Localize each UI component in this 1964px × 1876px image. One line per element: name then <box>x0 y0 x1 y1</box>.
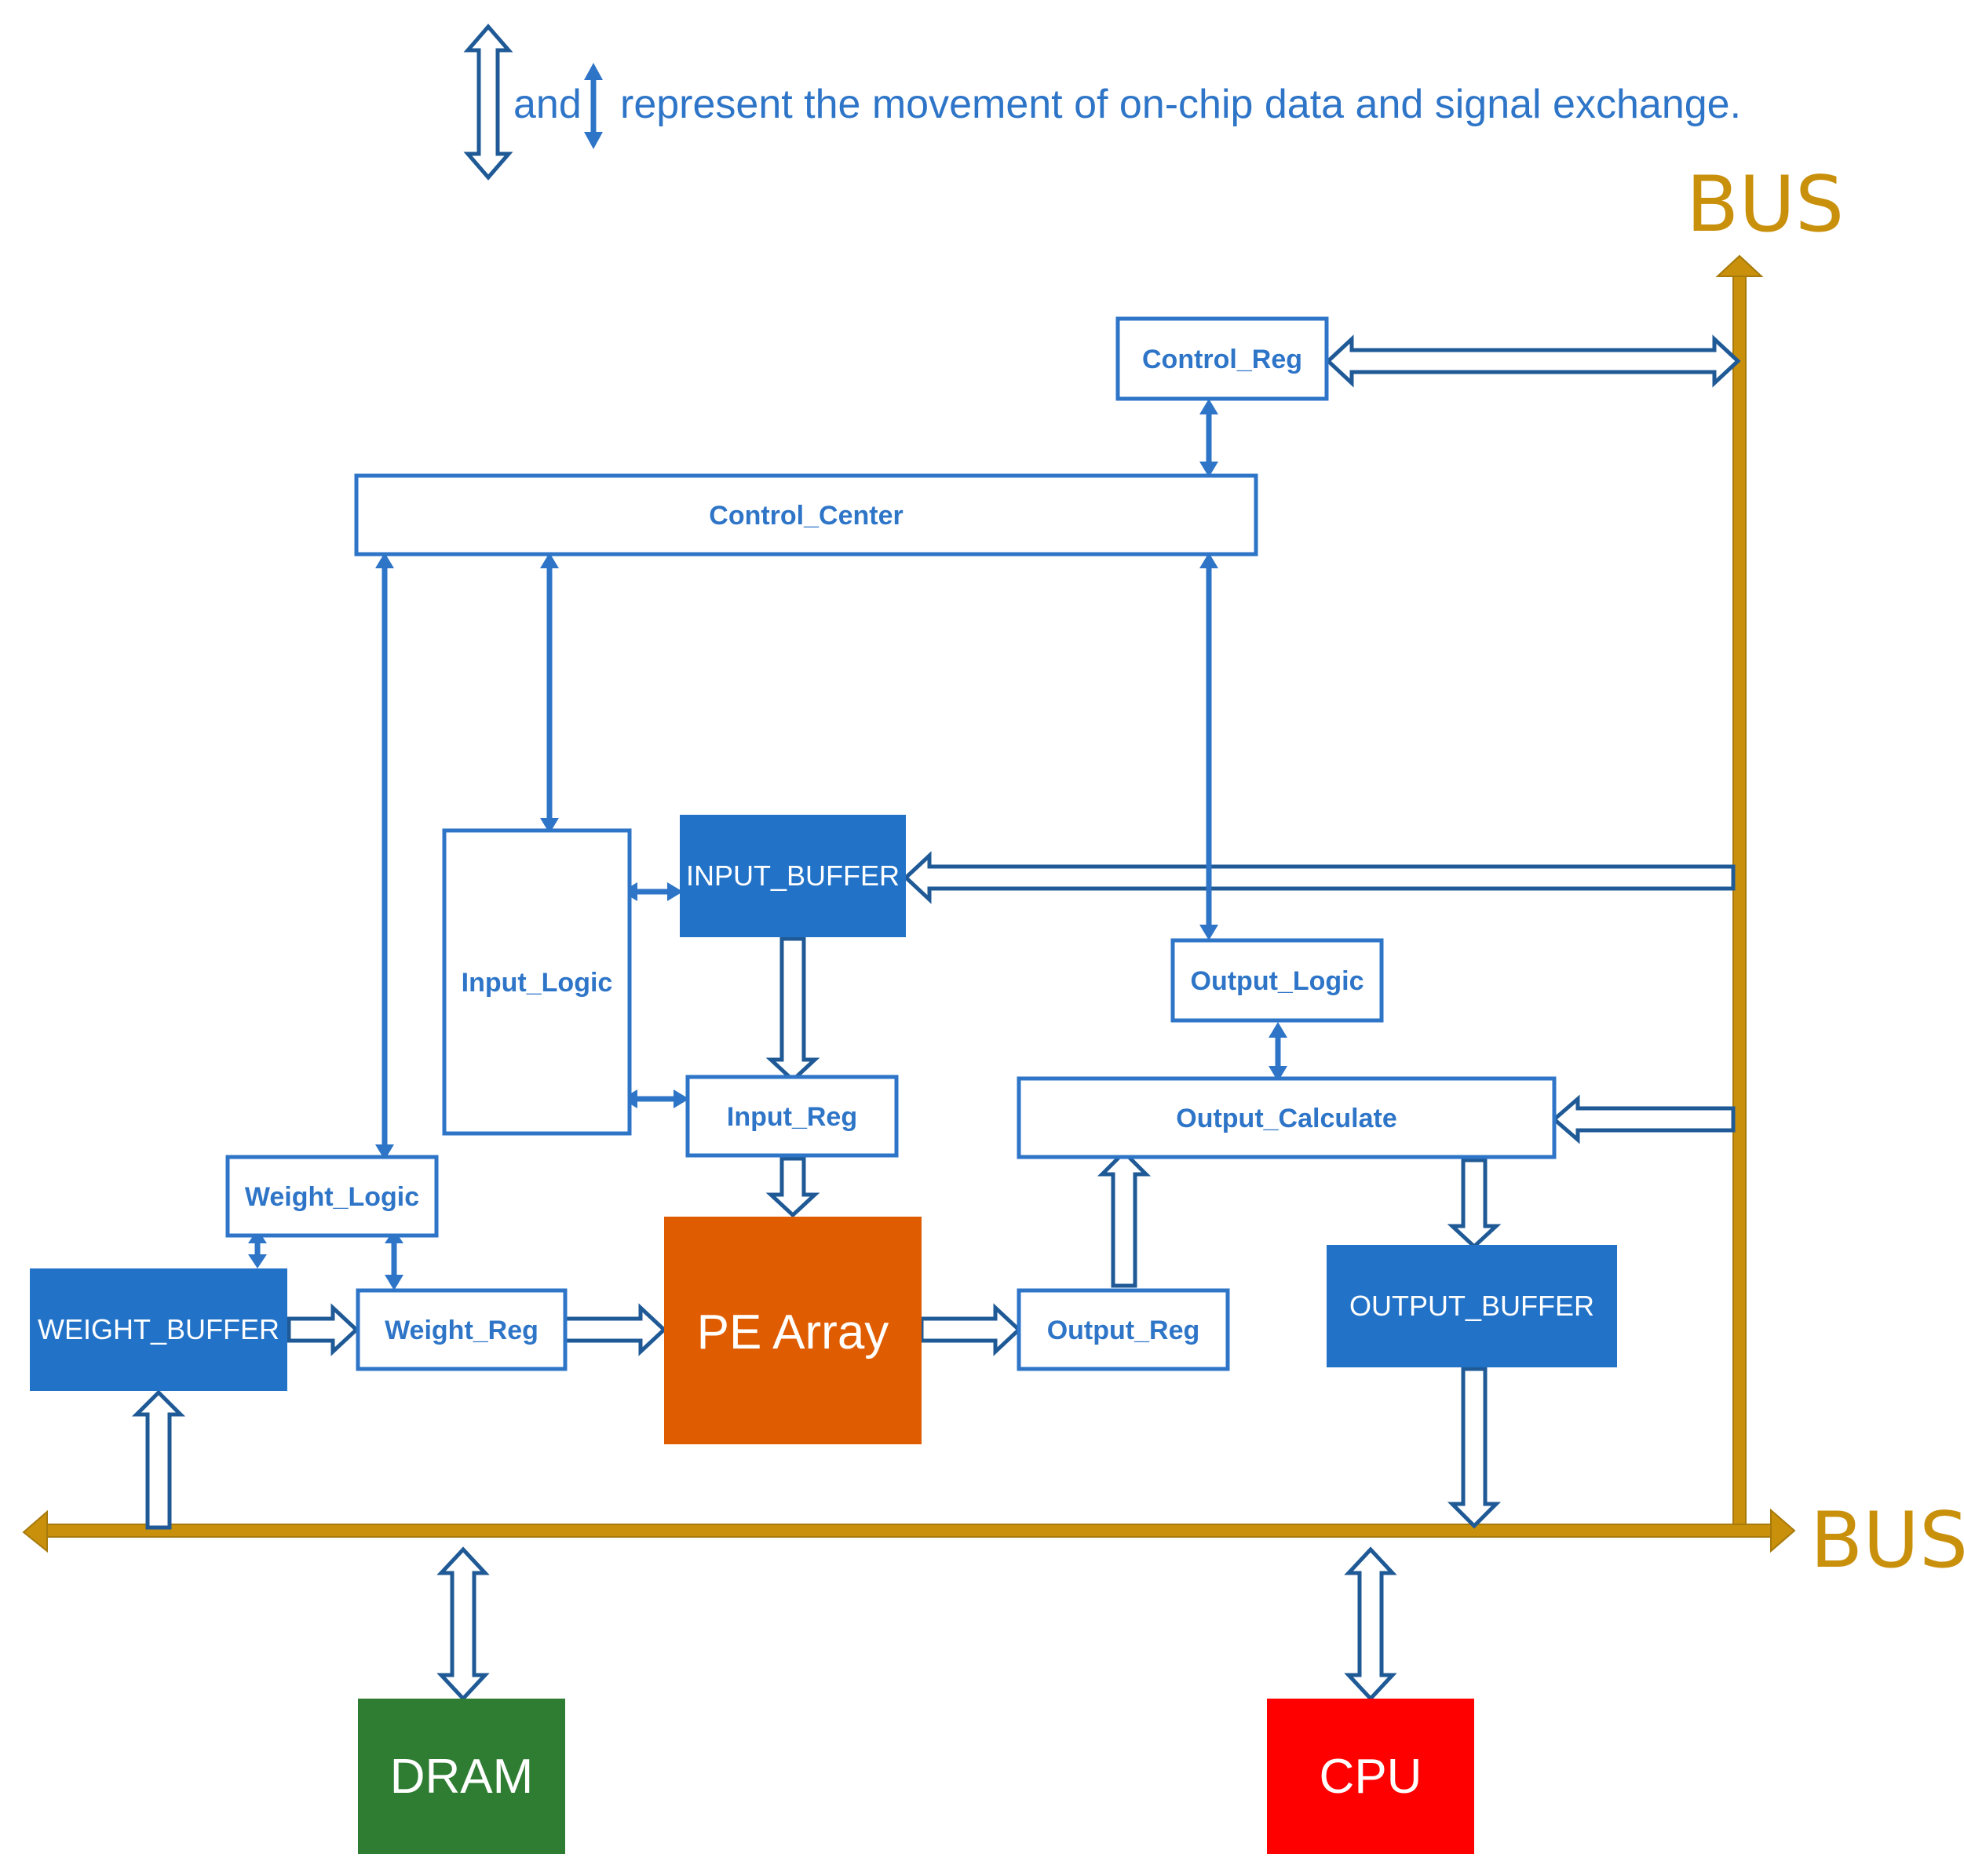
output-buffer-to-bus-arrow <box>1447 1367 1502 1529</box>
legend: and represent the movement of on-chip da… <box>463 24 1741 181</box>
bus-cpu-arrow <box>1344 1546 1397 1702</box>
output-reg-block: Output_Reg <box>1017 1288 1230 1371</box>
input-buffer-block: INPUT_BUFFER <box>680 815 906 937</box>
bus-dram-arrow <box>436 1546 490 1702</box>
vertical-bus <box>1715 254 1764 1527</box>
bus-to-output-calculate-arrow <box>1551 1094 1736 1144</box>
weight-reg-label: Weight_Reg <box>385 1316 538 1345</box>
output-logic-label: Output_Logic <box>1191 966 1364 996</box>
control-reg-control-center-signal <box>1199 399 1218 477</box>
horizontal-bus-label: BUS <box>1810 1496 1964 1586</box>
input-logic-label: Input_Logic <box>462 968 613 998</box>
pe-array-label: PE Array <box>697 1305 889 1360</box>
control-center-input-logic-signal <box>540 553 559 834</box>
bus-to-weight-buffer-arrow <box>131 1389 186 1530</box>
horizontal-bus <box>22 1508 1796 1553</box>
weight-logic-weight-reg-signal <box>385 1229 403 1290</box>
control-reg-label: Control_Reg <box>1142 345 1302 374</box>
output-logic-block: Output_Logic <box>1170 938 1384 1023</box>
input-logic-block: Input_Logic <box>442 828 632 1136</box>
output-buffer-label: OUTPUT_BUFFER <box>1349 1290 1594 1322</box>
weight-buffer-label: WEIGHT_BUFFER <box>38 1313 279 1345</box>
control-center-output-logic-signal <box>1199 553 1218 940</box>
weight-reg-block: Weight_Reg <box>356 1288 568 1371</box>
control-center-block: Control_Center <box>354 473 1258 557</box>
pe-array-to-output-reg-arrow <box>919 1303 1022 1356</box>
input-buffer-to-input-reg-arrow <box>765 936 820 1083</box>
weight-buffer-block: WEIGHT_BUFFER <box>30 1268 287 1391</box>
input-logic-input-reg-signal <box>622 1089 689 1108</box>
dram-label: DRAM <box>390 1750 534 1804</box>
cpu-label: CPU <box>1320 1750 1422 1804</box>
legend-description: represent the movement of on-chip data a… <box>620 82 1741 127</box>
vertical-bus-label: BUS <box>1686 160 1844 250</box>
weight-logic-block: Weight_Logic <box>225 1155 439 1238</box>
output-calculate-to-output-buffer-arrow <box>1447 1158 1502 1250</box>
output-buffer-block: OUTPUT_BUFFER <box>1327 1245 1617 1367</box>
weight-buffer-to-weight-reg-arrow <box>287 1303 360 1356</box>
output-logic-output-calculate-signal <box>1269 1022 1287 1082</box>
bus-to-input-buffer-arrow <box>903 851 1736 904</box>
control-reg-block: Control_Reg <box>1115 316 1329 401</box>
control-reg-bus-arrow <box>1325 334 1741 388</box>
legend-thin-arrow-icon <box>584 63 603 149</box>
legend-hollow-arrow-icon <box>463 24 513 181</box>
input-buffer-label: INPUT_BUFFER <box>686 860 900 892</box>
control-center-label: Control_Center <box>709 501 903 531</box>
cpu-block: CPU <box>1267 1699 1474 1854</box>
output-reg-label: Output_Reg <box>1047 1316 1200 1345</box>
output-calculate-label: Output_Calculate <box>1176 1104 1396 1133</box>
weight-reg-to-pe-array-arrow <box>563 1303 667 1356</box>
dram-block: DRAM <box>358 1699 565 1854</box>
input-reg-label: Input_Reg <box>727 1102 857 1132</box>
input-reg-to-pe-array-arrow <box>765 1156 820 1218</box>
weight-logic-label: Weight_Logic <box>245 1182 419 1212</box>
input-reg-block: Input_Reg <box>685 1075 899 1158</box>
control-center-weight-logic-signal <box>375 553 394 1160</box>
output-reg-to-output-calculate-arrow <box>1097 1149 1152 1288</box>
output-calculate-block: Output_Calculate <box>1017 1076 1557 1159</box>
legend-and-text: and <box>513 82 582 127</box>
pe-array-block: PE Array <box>664 1217 922 1444</box>
